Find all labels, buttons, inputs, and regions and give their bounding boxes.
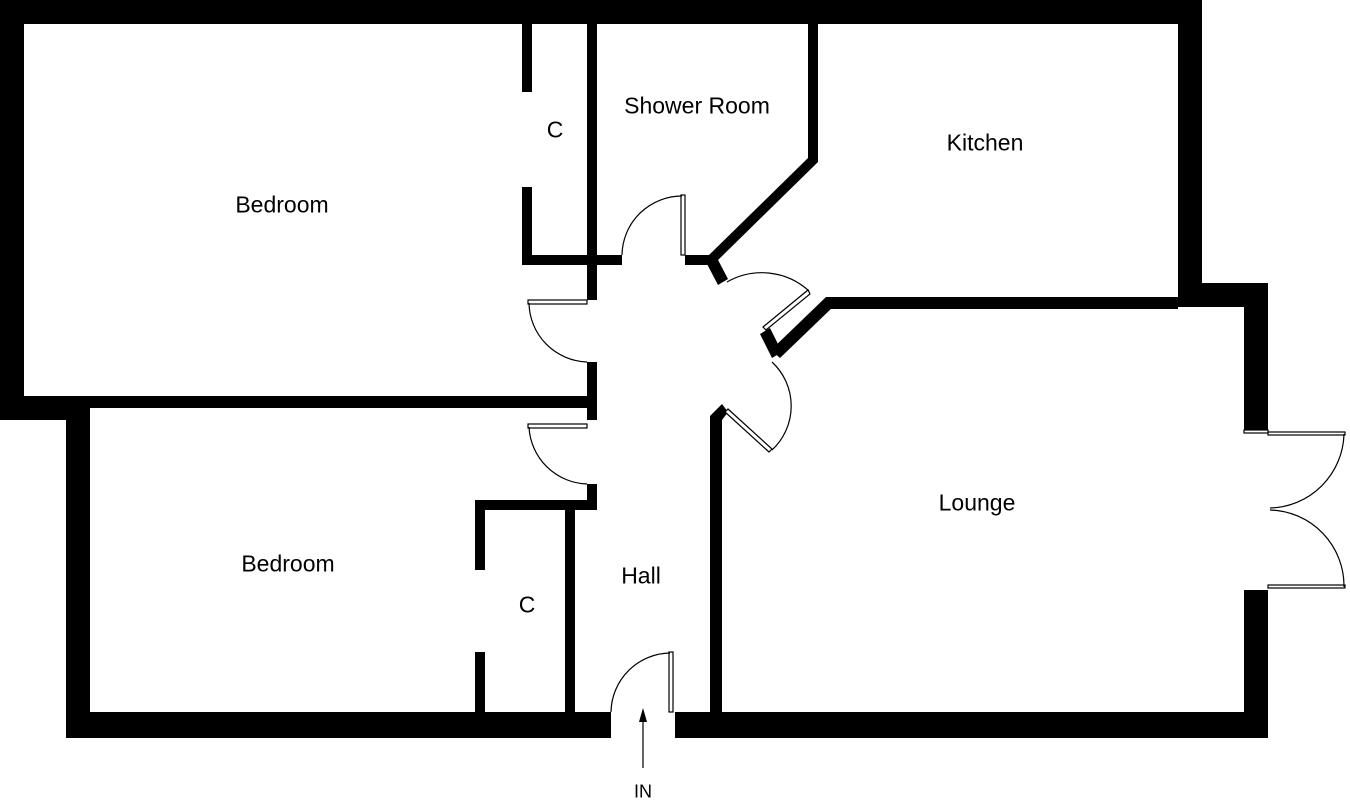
wall-cupboard-2-right [565, 510, 575, 712]
wall-shower-diagonal [708, 158, 818, 262]
wall-lounge-right-lower [1244, 590, 1268, 738]
door-entrance-swing [610, 652, 671, 713]
french-door-leaf-top [1267, 431, 1346, 436]
wall-cupboard-2-lower [475, 652, 485, 712]
door-bedroom-2-leaf [527, 423, 588, 429]
wall-left-upper [0, 0, 24, 420]
wall-hall-left-low [587, 484, 597, 510]
wall-hall-left-mid [587, 362, 597, 420]
wall-hall-left-top [587, 24, 597, 300]
entrance-label: IN [634, 781, 652, 802]
wall-bottom-left [66, 712, 611, 738]
doors [527, 194, 1346, 713]
door-lounge-swing [771, 361, 792, 451]
door-bedroom-1-leaf [527, 299, 588, 305]
french-door-swing-top [1269, 433, 1345, 509]
door-kitchen-swing [726, 272, 810, 292]
door-shower-swing [621, 195, 683, 256]
room-label-bedroom-2: Bedroom [241, 550, 335, 577]
wall-cupboard-1-upper [522, 24, 532, 92]
wall-lounge-jamb [760, 328, 782, 358]
wall-lounge-stub [710, 404, 728, 420]
wall-lounge-left [710, 416, 722, 712]
wall-cupboard-2-upper [475, 500, 485, 570]
entrance-arrow [639, 708, 647, 768]
wall-cupboard-1-lower [522, 187, 532, 265]
door-lounge-leaf [724, 408, 773, 453]
walls [0, 0, 1268, 738]
wall-lounge-right-upper [1244, 283, 1268, 430]
room-label-cupboard-2: C [518, 591, 536, 618]
wall-lounge-diagonal [771, 297, 834, 358]
wall-bottom-right [675, 712, 1268, 738]
door-kitchen-leaf [762, 289, 811, 331]
room-label-kitchen: Kitchen [946, 129, 1024, 156]
room-label-hall: Hall [621, 562, 661, 589]
wall-shower-bottom [685, 255, 715, 265]
wall-cupboard-1-bottom [522, 255, 622, 265]
door-bedroom-1-swing [528, 302, 588, 363]
wall-left-lower [66, 408, 90, 738]
room-label-bedroom-1: Bedroom [235, 191, 329, 218]
window-jamb-top [1243, 429, 1269, 434]
wall-kitchen-bottom [826, 297, 1178, 309]
french-door-swing-bottom [1269, 509, 1345, 588]
room-label-lounge: Lounge [938, 489, 1016, 516]
door-shower-leaf [680, 194, 686, 256]
wall-kitchen-right [1178, 0, 1202, 307]
door-bedroom-2-swing [528, 426, 588, 485]
room-label-shower-room: Shower Room [624, 92, 770, 119]
wall-kitchen-jamb [706, 256, 728, 285]
wall-shower-right [808, 24, 818, 162]
door-entrance-leaf [668, 651, 674, 713]
wall-top [0, 0, 1202, 24]
room-label-cupboard-1: C [546, 116, 564, 143]
wall-bedrooms-divider [0, 396, 597, 408]
wall-cupboard-2-top [475, 500, 597, 510]
french-door-leaf-bottom [1267, 584, 1346, 589]
